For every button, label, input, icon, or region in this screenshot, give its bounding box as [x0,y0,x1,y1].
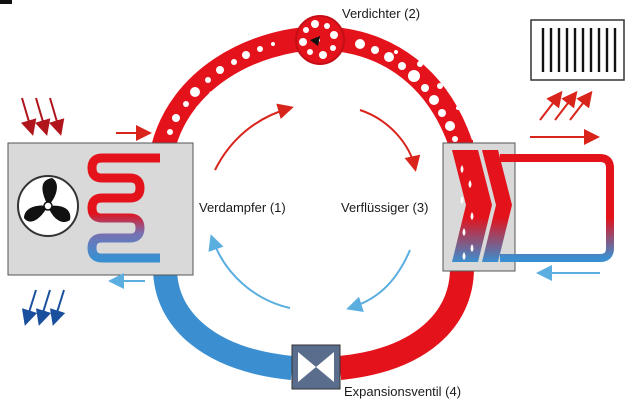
compressor-icon [295,15,345,65]
pipe-arrows [108,125,600,289]
flow-arrow-upper-left [214,103,294,171]
label-condenser: Verflüssiger (3) [341,200,428,215]
radiator-icon [530,19,625,81]
cold-out-arrows [21,289,66,326]
condensate-drops [460,165,474,260]
flow-arrow-upper-right [359,109,421,172]
hot-pipe-right [338,267,474,380]
cycle-arrows [208,103,421,312]
condenser-unit [442,142,614,272]
heating-loop [500,154,614,262]
heat-in-arrows [20,97,65,136]
fan-icon [17,175,79,237]
vapor-bubbles [167,39,460,142]
label-compressor: Verdichter (2) [342,6,420,21]
evaporator-coil [87,153,160,263]
label-expansion-valve: Expansionsventil (4) [344,384,461,399]
evaporator-unit [7,142,194,276]
corner-mark [0,0,12,4]
label-evaporator: Verdampfer (1) [199,200,286,215]
flow-arrow-lower-left [208,234,291,309]
heat-up-arrows [539,90,593,121]
condenser-exchanger [452,150,492,262]
expansion-valve-icon [291,344,341,390]
cold-pipe-left [153,267,294,380]
flow-arrow-lower-right [346,249,411,312]
